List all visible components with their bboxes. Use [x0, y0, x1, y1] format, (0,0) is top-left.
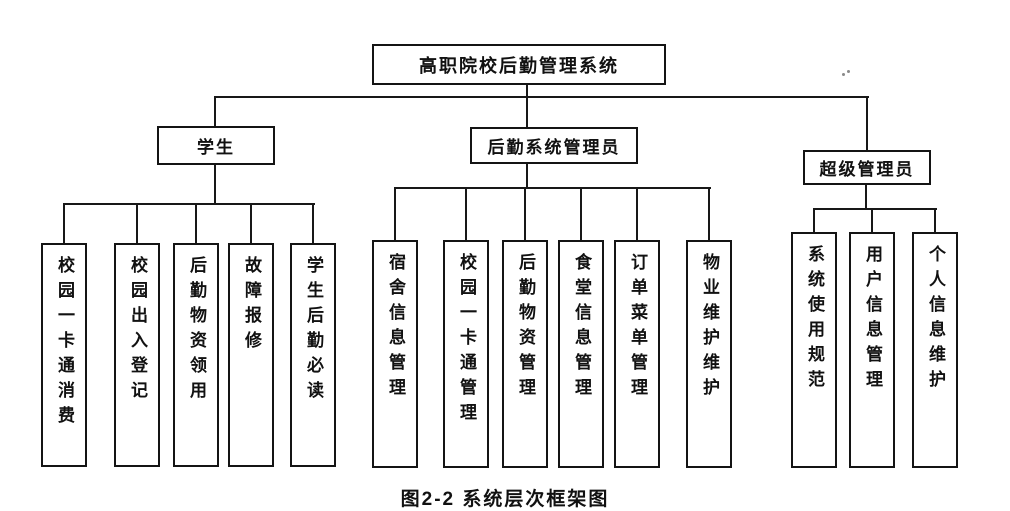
group-node-logistics-admin: 后勤系统管理员 — [470, 127, 638, 164]
figure-caption: 图2-2 系统层次框架图 — [400, 489, 610, 510]
connector-line — [214, 96, 216, 127]
leaf-dorm-info-management: 宿舍信息管理 — [372, 240, 418, 468]
connector-line — [195, 203, 197, 244]
group-node-student: 学生 — [157, 126, 275, 165]
connector-line — [708, 187, 710, 241]
connector-line — [63, 203, 315, 205]
group-node-super-admin: 超级管理员 — [803, 150, 931, 185]
connector-line — [871, 208, 873, 233]
leaf-logistics-supplies-requisition: 后勤物资领用 — [173, 243, 219, 467]
connector-line — [394, 187, 711, 189]
connector-line — [524, 187, 526, 241]
leaf-system-usage-rules: 系统使用规范 — [791, 232, 837, 468]
scan-artifact-dot — [842, 73, 845, 76]
connector-line — [136, 203, 138, 244]
leaf-order-menu-management: 订单菜单管理 — [614, 240, 660, 468]
leaf-campus-entry-exit-registration: 校园出入登记 — [114, 243, 160, 467]
leaf-student-logistics-guide: 学生后勤必读 — [290, 243, 336, 467]
connector-line — [526, 163, 528, 189]
connector-line — [214, 164, 216, 205]
leaf-campus-card-consumption: 校园一卡通消费 — [41, 243, 87, 467]
connector-line — [580, 187, 582, 241]
connector-line — [934, 208, 936, 233]
connector-line — [526, 83, 528, 127]
connector-line — [465, 187, 467, 241]
hierarchy-diagram: 高职院校后勤管理系统 学生 后勤系统管理员 超级管理员 校园一卡通消费 校园出入… — [41, 44, 958, 510]
leaf-logistics-supplies-management: 后勤物资管理 — [502, 240, 548, 468]
connector-line — [813, 208, 815, 233]
leaf-canteen-info-management: 食堂信息管理 — [558, 240, 604, 468]
root-node-logistics-management-system: 高职院校后勤管理系统 — [372, 44, 666, 85]
connector-line — [394, 187, 396, 241]
leaf-property-maintenance: 物业维护维护 — [686, 240, 732, 468]
leaf-user-info-management: 用户信息管理 — [849, 232, 895, 468]
connector-line — [215, 96, 869, 98]
leaf-fault-repair-report: 故障报修 — [228, 243, 274, 467]
connector-line — [312, 203, 314, 244]
connector-line — [865, 184, 867, 209]
connector-line — [866, 96, 868, 151]
connector-line — [813, 208, 937, 210]
leaf-personal-info-maintenance: 个人信息维护 — [912, 232, 958, 468]
connector-line — [636, 187, 638, 241]
connector-line — [63, 203, 65, 244]
connector-line — [250, 203, 252, 244]
scan-artifact-dot — [847, 70, 850, 73]
leaf-campus-card-management: 校园一卡通管理 — [443, 240, 489, 468]
